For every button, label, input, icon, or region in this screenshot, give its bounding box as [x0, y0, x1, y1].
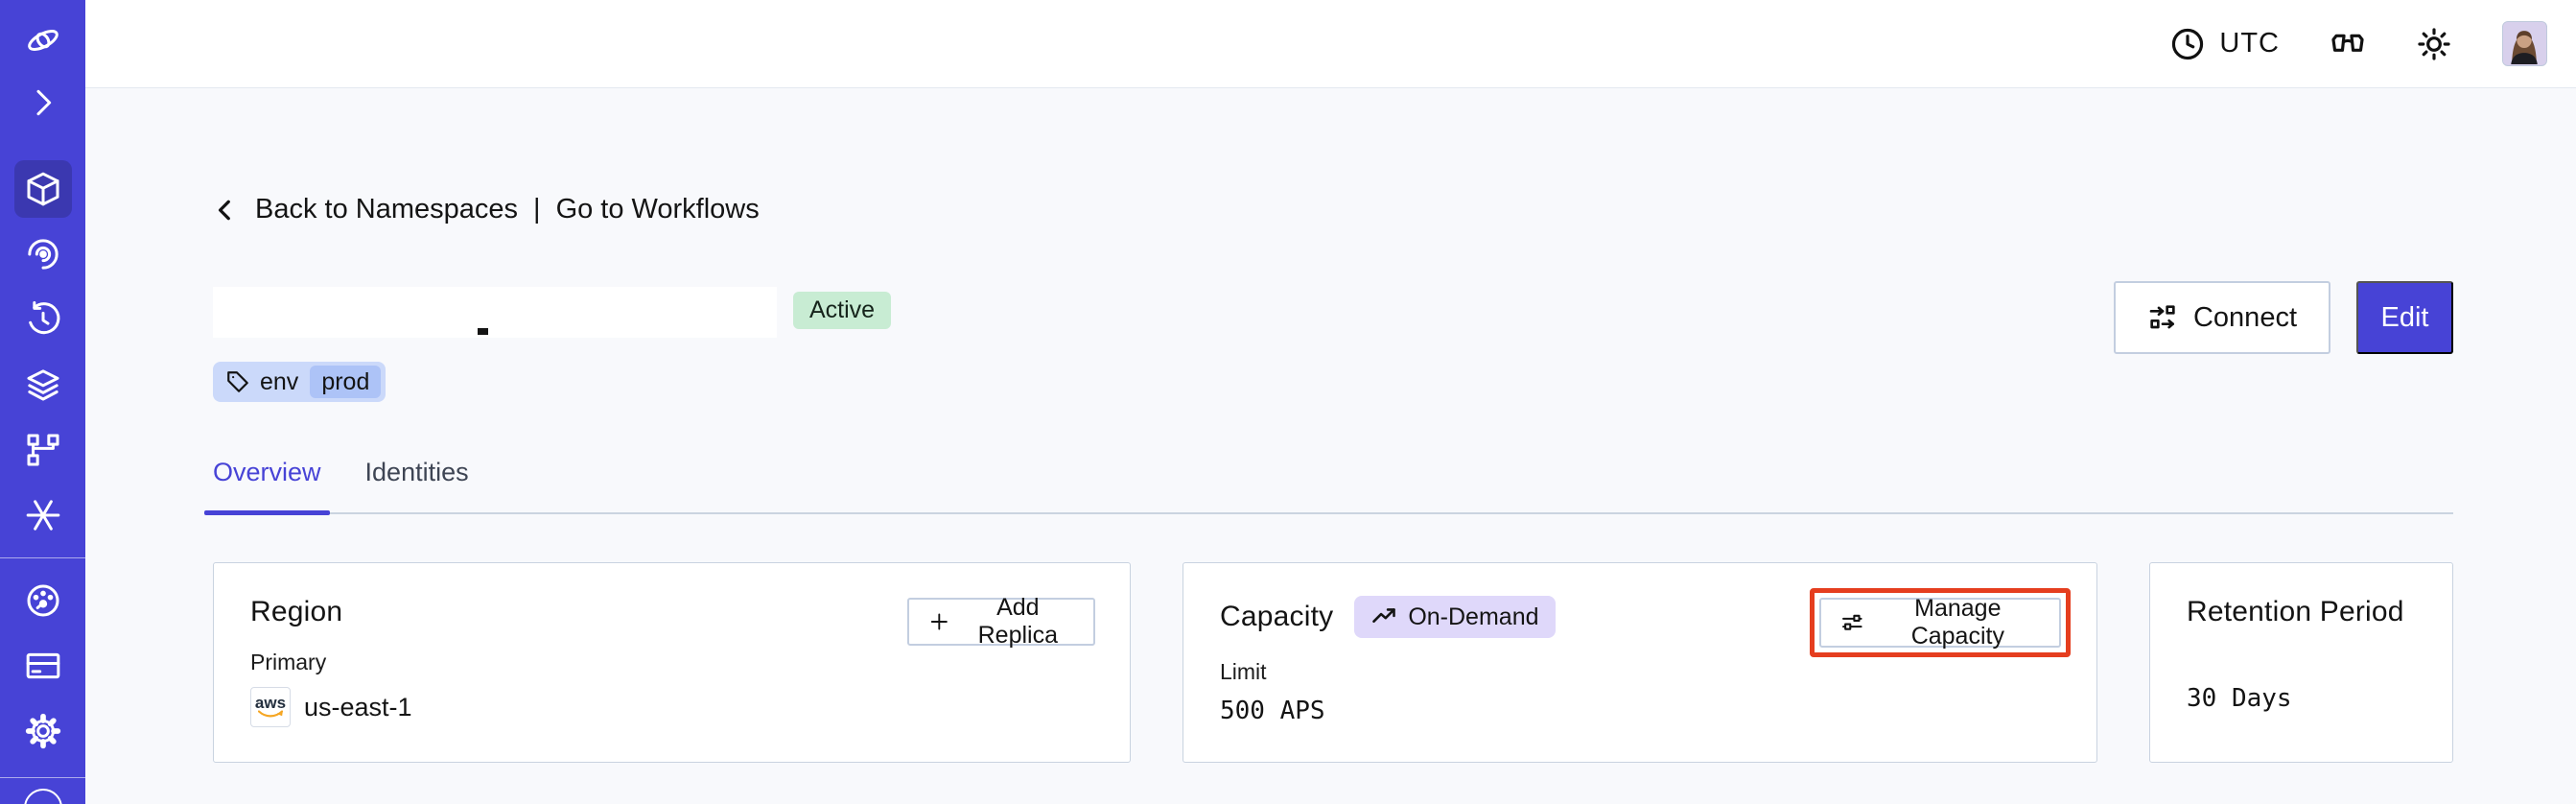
sidebar-item-namespaces[interactable] [13, 160, 72, 218]
breadcrumb-go-to-workflows[interactable]: Go to Workflows [555, 194, 760, 225]
region-primary-label: Primary [250, 650, 327, 674]
layers-icon [27, 369, 59, 401]
overview-cards: Region Add Replica Primary aws us-e [213, 562, 2453, 763]
env-tag-chip: env prod [213, 362, 386, 402]
sidebar-item-billing[interactable] [14, 637, 72, 695]
retention-card: Retention Period 30 Days [2149, 562, 2453, 763]
tag-key: env [260, 367, 299, 395]
edit-button[interactable]: Edit [2356, 281, 2453, 354]
top-header-bar: UTC [85, 0, 2576, 88]
sidebar-item-nexus[interactable] [14, 486, 72, 544]
aws-logo: aws [250, 687, 291, 727]
clock-icon [2172, 28, 2204, 59]
status-badge: Active [793, 292, 892, 329]
back-chevron-icon [218, 200, 230, 220]
tab-bar: Overview Identities [204, 458, 2453, 515]
asterisk-icon [26, 500, 59, 531]
sidebar-item-settings[interactable] [14, 702, 72, 760]
region-card: Region Add Replica Primary aws us-e [213, 562, 1131, 763]
region-value: us-east-1 [304, 692, 412, 721]
user-avatar[interactable] [2502, 21, 2547, 66]
capacity-card-title: Capacity [1220, 601, 1334, 632]
sidebar-item-deployments[interactable] [14, 421, 72, 479]
temporal-logo-icon[interactable] [14, 12, 72, 69]
retention-value: 30 Days [2187, 684, 2292, 713]
namespace-tags: env prod [213, 362, 2453, 402]
sidebar-item-usage[interactable] [14, 572, 72, 629]
tag-icon [227, 371, 248, 392]
connect-button[interactable]: Connect [2114, 281, 2330, 354]
theme-toggle[interactable] [2416, 26, 2452, 62]
tag-value: prod [310, 366, 382, 398]
retention-card-title: Retention Period [2187, 596, 2404, 627]
branch-icon [27, 434, 59, 466]
workflows-eye-icon [27, 239, 59, 270]
capacity-card: Capacity On-Demand [1183, 562, 2097, 763]
gauge-icon [27, 584, 59, 617]
timezone-label: UTC [2219, 28, 2280, 59]
page-actions: Connect Edit [2114, 281, 2453, 354]
main-content: Back to Namespaces | Go to Workflows Act… [85, 88, 2576, 804]
labs-toggle[interactable] [2330, 26, 2366, 62]
plus-icon [930, 613, 948, 630]
sliders-icon [1842, 614, 1862, 630]
capacity-value: 500 APS [1220, 697, 1325, 725]
sidebar-divider [0, 777, 85, 778]
tab-overview[interactable]: Overview [204, 458, 330, 515]
timer-icon [28, 301, 59, 335]
sidebar-divider [0, 557, 85, 558]
sidebar-expand-chevron-icon[interactable] [14, 74, 72, 131]
glasses-icon [2331, 34, 2364, 52]
credit-card-icon [26, 652, 59, 679]
sidebar-nav [0, 0, 85, 804]
breadcrumb-back-to-namespaces[interactable]: Back to Namespaces [255, 194, 519, 225]
add-replica-button[interactable]: Add Replica [907, 594, 1095, 649]
capacity-limit-label: Limit [1220, 659, 1267, 684]
namespace-title-row: Active [213, 287, 2453, 338]
tab-identities[interactable]: Identities [364, 458, 469, 486]
manage-capacity-button[interactable]: Manage Capacity [1819, 595, 2061, 650]
timezone-selector[interactable]: UTC [2169, 26, 2280, 62]
trending-up-icon [1372, 608, 1396, 623]
on-demand-badge: On-Demand [1354, 596, 1556, 638]
sidebar-item-layers[interactable] [14, 356, 72, 414]
namespace-title-redacted [213, 287, 777, 338]
connect-flow-icon [2149, 305, 2175, 329]
region-card-title: Region [250, 596, 343, 627]
redacted-text-artifact [478, 328, 488, 335]
gear-icon [25, 713, 60, 749]
breadcrumb-separator: | [533, 194, 541, 225]
sidebar-item-workflows[interactable] [14, 225, 72, 283]
red-highlight-annotation: Manage Capacity [1810, 588, 2071, 657]
sidebar-item-support-partial-icon[interactable] [24, 789, 62, 804]
cube-icon [27, 172, 59, 206]
sun-icon [2418, 27, 2450, 60]
breadcrumb: Back to Namespaces | Go to Workflows [213, 194, 2453, 225]
sidebar-item-schedules[interactable] [14, 291, 72, 348]
